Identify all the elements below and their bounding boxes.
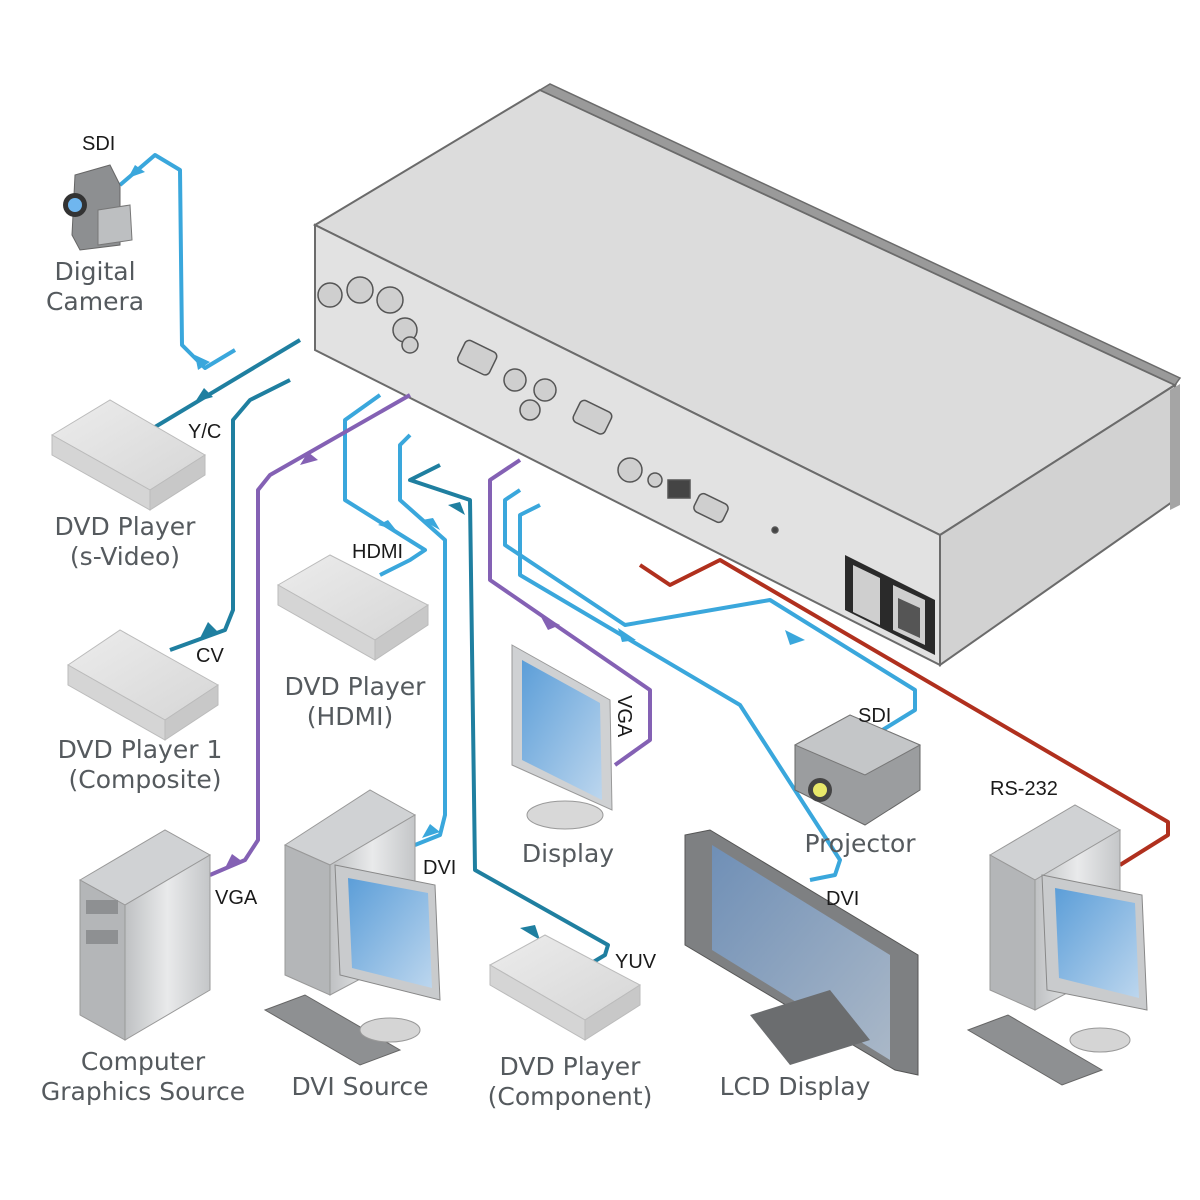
cable-label-cv: CV xyxy=(196,645,224,667)
scaler-unit xyxy=(312,83,1182,667)
label-camera-1: Digital xyxy=(54,257,135,286)
label-dvd-svideo-2: (s-Video) xyxy=(70,542,180,571)
dvd-player-icon xyxy=(51,399,206,511)
label-dvi-source: DVI Source xyxy=(291,1072,428,1101)
cable-label-vga-out: VGA xyxy=(613,695,635,738)
arrow-icon xyxy=(618,628,636,642)
cable-label-dvi-in: DVI xyxy=(423,857,456,879)
cable-sdi-out xyxy=(503,488,917,752)
arrow-icon xyxy=(540,615,560,630)
cable-label-sdi-in: SDI xyxy=(82,133,115,155)
arrow-icon xyxy=(422,824,440,838)
cable-dvi-in xyxy=(398,433,447,847)
arrow-icon xyxy=(200,622,218,638)
cable-label-yuv: YUV xyxy=(615,951,657,973)
arrow-icon xyxy=(448,502,465,515)
dvd-player-icon xyxy=(67,629,219,741)
label-dvd-svideo-1: DVD Player xyxy=(55,512,197,541)
label-dvd-component-2: (Component) xyxy=(488,1082,653,1111)
cable-label-hdmi: HDMI xyxy=(352,541,403,563)
label-dvd-component-1: DVD Player xyxy=(500,1052,642,1081)
arrow-icon xyxy=(422,518,440,530)
cable-label-vga-in: VGA xyxy=(215,887,258,909)
arrow-icon xyxy=(378,520,396,530)
projector-icon xyxy=(793,714,922,826)
camera-icon xyxy=(63,164,133,251)
cable-label-rs232: RS-232 xyxy=(990,778,1058,800)
arrow-icon xyxy=(520,925,540,940)
cable-label-sdi-out: SDI xyxy=(858,705,891,727)
arrow-icon xyxy=(300,452,318,465)
label-display: Display xyxy=(522,839,614,868)
label-projector: Projector xyxy=(804,829,916,858)
cable-sdi-in xyxy=(118,153,237,370)
label-cg-source-2: Graphics Source xyxy=(41,1077,245,1106)
cable-arrows xyxy=(128,165,805,940)
arrow-icon xyxy=(225,854,243,868)
label-dvd-hdmi-1: DVD Player xyxy=(285,672,427,701)
arrow-icon xyxy=(128,165,145,178)
cable-rs232 xyxy=(638,558,1170,867)
dvd-player-icon xyxy=(276,554,429,661)
label-lcd: LCD Display xyxy=(720,1072,871,1101)
cable-vga-out xyxy=(488,458,652,767)
cable-label-yc: Y/C xyxy=(188,421,221,443)
power-inlet xyxy=(845,555,935,655)
cable-label-dvi-out: DVI xyxy=(826,888,859,910)
cable-yuv xyxy=(408,463,610,972)
arrow-icon xyxy=(195,355,210,370)
lcd-tv-icon xyxy=(684,829,919,1076)
label-cg-source-1: Computer xyxy=(81,1047,206,1076)
label-camera-2: Camera xyxy=(46,287,144,316)
label-dvd-hdmi-2: (HDMI) xyxy=(307,702,394,731)
label-dvd-composite-1: DVD Player 1 xyxy=(58,735,223,764)
arrow-icon xyxy=(195,388,213,402)
cable-yc xyxy=(148,338,302,432)
monitor-icon xyxy=(511,644,613,830)
control-pc-icon xyxy=(966,804,1148,1086)
computer-tower-icon xyxy=(78,829,212,1041)
cable-dvi-out xyxy=(518,503,842,882)
dvd-player-icon xyxy=(488,934,641,1041)
label-dvd-composite-2: (Composite) xyxy=(69,765,222,794)
pc-workstation-icon xyxy=(263,789,441,1066)
rear-panel-connectors xyxy=(317,276,779,534)
arrow-icon xyxy=(785,630,805,645)
cable-cv xyxy=(169,378,291,652)
